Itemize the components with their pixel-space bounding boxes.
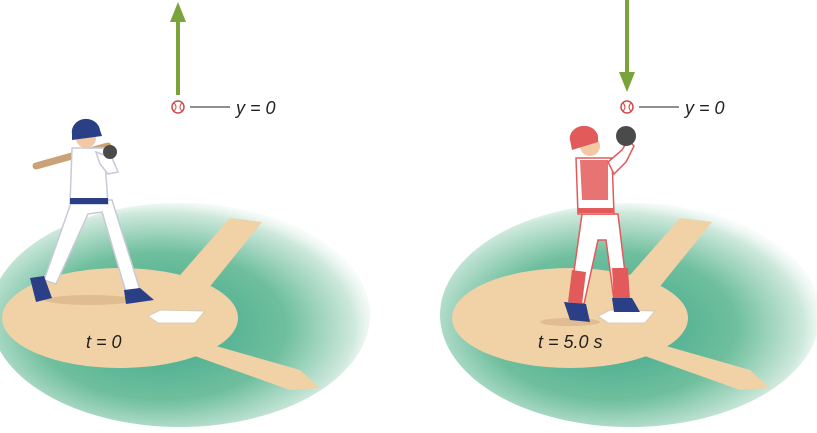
batter-shoe-left <box>30 276 52 302</box>
batter-gloves <box>103 145 117 159</box>
catcher-shin-guard-left <box>568 270 586 304</box>
catcher-chest-protector <box>580 160 608 200</box>
left-arrow-head <box>170 2 186 22</box>
batter-belt <box>70 198 108 204</box>
left-shadow <box>45 295 135 305</box>
left-panel: y = 0 t = 0 <box>0 2 370 427</box>
catcher-arm <box>607 138 635 176</box>
right-field <box>440 203 817 427</box>
batter-shoe-right <box>124 288 154 304</box>
catcher-shin-guard-right <box>612 268 630 300</box>
right-velocity-arrow <box>619 0 635 92</box>
left-y-label: y = 0 <box>234 98 276 118</box>
right-y-label: y = 0 <box>683 98 725 118</box>
left-home-plate <box>147 309 207 324</box>
catcher-mitt <box>616 126 636 146</box>
catcher-belt <box>578 208 614 213</box>
right-panel: y = 0 t = 5.0 s <box>440 0 817 427</box>
batter-legs <box>43 199 141 293</box>
catcher-shoe-left <box>564 302 590 322</box>
left-field <box>0 203 370 427</box>
catcher-figure <box>564 125 640 322</box>
left-baseball <box>171 100 185 114</box>
right-arrow-head <box>619 72 635 92</box>
left-dirt-circle <box>2 268 238 368</box>
right-time-label: t = 5.0 s <box>538 332 603 352</box>
batter-helmet <box>71 118 102 140</box>
right-baseball <box>620 100 634 114</box>
catcher-shoe-right <box>612 298 640 312</box>
batter-figure <box>30 118 154 304</box>
left-time-label: t = 0 <box>86 332 122 352</box>
catcher-cap <box>569 125 598 150</box>
right-home-plate <box>597 309 657 324</box>
left-velocity-arrow <box>170 2 186 95</box>
